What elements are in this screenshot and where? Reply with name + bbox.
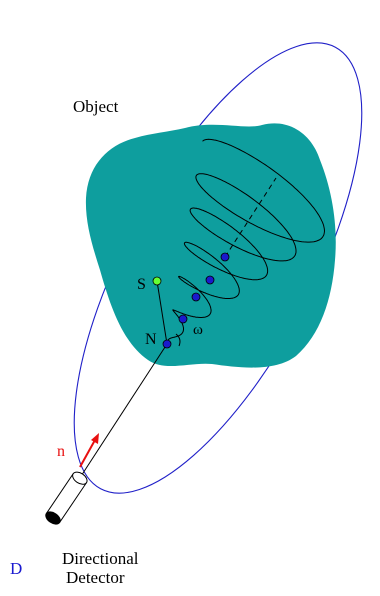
object-label: Object	[73, 97, 119, 116]
cone-point-3	[191, 292, 201, 302]
d-label: D	[10, 559, 22, 578]
omega-angle-arc	[175, 333, 181, 347]
omega-label: ω	[193, 322, 203, 338]
conical-spiral	[156, 138, 326, 345]
detector-label-line2: Detector	[66, 568, 125, 587]
cone-point-5	[220, 252, 230, 262]
cone-generator-line	[156, 280, 168, 345]
object-blob	[85, 123, 336, 368]
cone-point-n	[162, 339, 172, 349]
s-label: S	[137, 276, 146, 293]
point-s	[152, 276, 162, 286]
detector-label-line1: Directional	[62, 549, 139, 568]
n-vector-label: n	[57, 443, 65, 460]
detector-cylinder	[45, 471, 88, 525]
direction-arrow-n	[79, 433, 99, 468]
cone-point-2	[178, 314, 188, 324]
spiral-path	[166, 138, 326, 345]
cone-axis-dashed	[224, 177, 277, 258]
detector-axis-line	[71, 343, 168, 491]
cone-point-4	[205, 275, 215, 285]
n-point-label: N	[145, 331, 157, 348]
